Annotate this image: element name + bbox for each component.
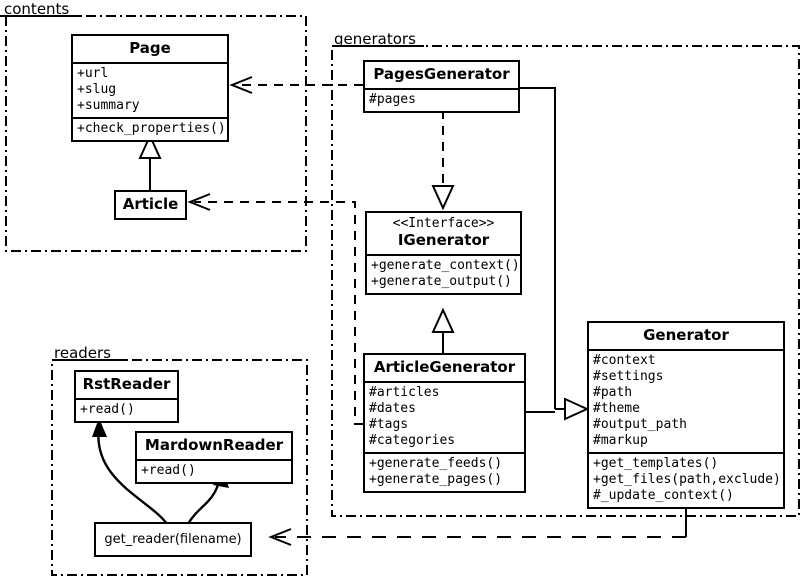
relationship-articlegenerator-to-igenerator xyxy=(431,307,455,353)
package-label-contents: contents xyxy=(4,0,70,18)
package-label-generators: generators xyxy=(334,30,416,48)
class-box-articlegenerator[interactable]: ArticleGenerator #articles #dates #tags … xyxy=(363,353,526,494)
method-row: +generate_output() xyxy=(371,274,512,290)
method-row: #_update_context() xyxy=(593,488,734,504)
relationship-article-to-page xyxy=(138,133,162,190)
attribute-row: #articles xyxy=(369,385,440,401)
class-name-igenerator: <<Interface>> IGenerator xyxy=(367,213,520,254)
relationship-articlegenerator-to-article xyxy=(187,193,363,425)
attribute-row: #dates xyxy=(369,401,416,417)
relationship-generators-to-generator xyxy=(520,87,590,421)
package-frame-contents xyxy=(5,15,307,252)
package-frame-readers xyxy=(51,359,308,576)
class-box-mardownreader[interactable]: MardownReader +read() xyxy=(135,431,293,485)
attribute-row: #markup xyxy=(593,433,648,449)
attribute-row: #path xyxy=(593,385,633,401)
attribute-row: #settings xyxy=(593,369,664,385)
class-name-generator: Generator xyxy=(643,326,729,344)
class-name-article: Article xyxy=(122,195,179,213)
attribute-row: #theme xyxy=(593,401,640,417)
class-name-mardownreader: MardownReader xyxy=(144,436,284,454)
class-methods-rstreader: +read() xyxy=(76,398,177,421)
method-row: +get_templates() xyxy=(593,456,719,472)
class-methods-page: +check_properties() xyxy=(73,117,227,140)
attribute-row: #context xyxy=(593,353,656,369)
class-stereotype-igenerator: <<Interface>> xyxy=(392,216,495,231)
class-box-igenerator[interactable]: <<Interface>> IGenerator +generate_conte… xyxy=(365,211,522,296)
attribute-row: #output_path xyxy=(593,417,687,433)
class-attributes-page: +url +slug +summary xyxy=(73,62,227,117)
function-label-get-reader: get_reader(filename) xyxy=(104,532,242,547)
function-box-get-reader[interactable]: get_reader(filename) xyxy=(94,522,252,557)
method-row: +read() xyxy=(80,402,135,418)
class-attributes-generator: #context #settings #path #theme #output_… xyxy=(589,349,783,452)
class-name-rstreader: RstReader xyxy=(82,375,171,393)
attribute-row: #pages xyxy=(369,92,416,108)
class-name-text-igenerator: IGenerator xyxy=(397,230,490,249)
relationship-pagesgenerator-to-page xyxy=(229,76,363,94)
class-methods-mardownreader: +read() xyxy=(137,459,291,482)
method-row: +generate_pages() xyxy=(369,472,503,488)
class-methods-generator: +get_templates() +get_files(path,exclude… xyxy=(589,452,783,507)
method-row: +generate_feeds() xyxy=(369,456,503,472)
class-box-pagesgenerator[interactable]: PagesGenerator #pages xyxy=(363,60,520,114)
class-name-pagesgenerator: PagesGenerator xyxy=(373,65,510,83)
class-box-generator[interactable]: Generator #context #settings #path #them… xyxy=(587,321,785,510)
method-row: +read() xyxy=(141,463,196,479)
class-name-page: Page xyxy=(129,39,171,57)
method-row: +check_properties() xyxy=(77,121,226,137)
class-box-article[interactable]: Article xyxy=(114,190,187,221)
relationship-generator-to-getreader xyxy=(268,504,687,546)
class-attributes-pagesgenerator: #pages xyxy=(365,88,518,111)
class-box-page[interactable]: Page +url +slug +summary +check_properti… xyxy=(71,34,229,143)
attribute-row: +slug xyxy=(77,82,117,98)
class-name-articlegenerator: ArticleGenerator xyxy=(373,358,516,376)
package-label-readers: readers xyxy=(54,344,111,362)
relationship-pagesgenerator-to-igenerator xyxy=(431,110,455,211)
relationship-getreader-to-rstreader xyxy=(92,418,168,525)
attribute-row: #tags xyxy=(369,417,409,433)
method-row: +get_files(path,exclude) xyxy=(593,472,781,488)
method-row: +generate_context() xyxy=(371,258,520,274)
class-methods-articlegenerator: +generate_feeds() +generate_pages() xyxy=(365,452,524,491)
package-frame-generators xyxy=(331,45,800,517)
class-methods-igenerator: +generate_context() +generate_output() xyxy=(367,254,520,293)
attribute-row: +summary xyxy=(77,98,140,114)
class-attributes-articlegenerator: #articles #dates #tags #categories xyxy=(365,381,524,452)
attribute-row: #categories xyxy=(369,433,456,449)
attribute-row: +url xyxy=(77,66,109,82)
class-box-rstreader[interactable]: RstReader +read() xyxy=(74,370,179,424)
